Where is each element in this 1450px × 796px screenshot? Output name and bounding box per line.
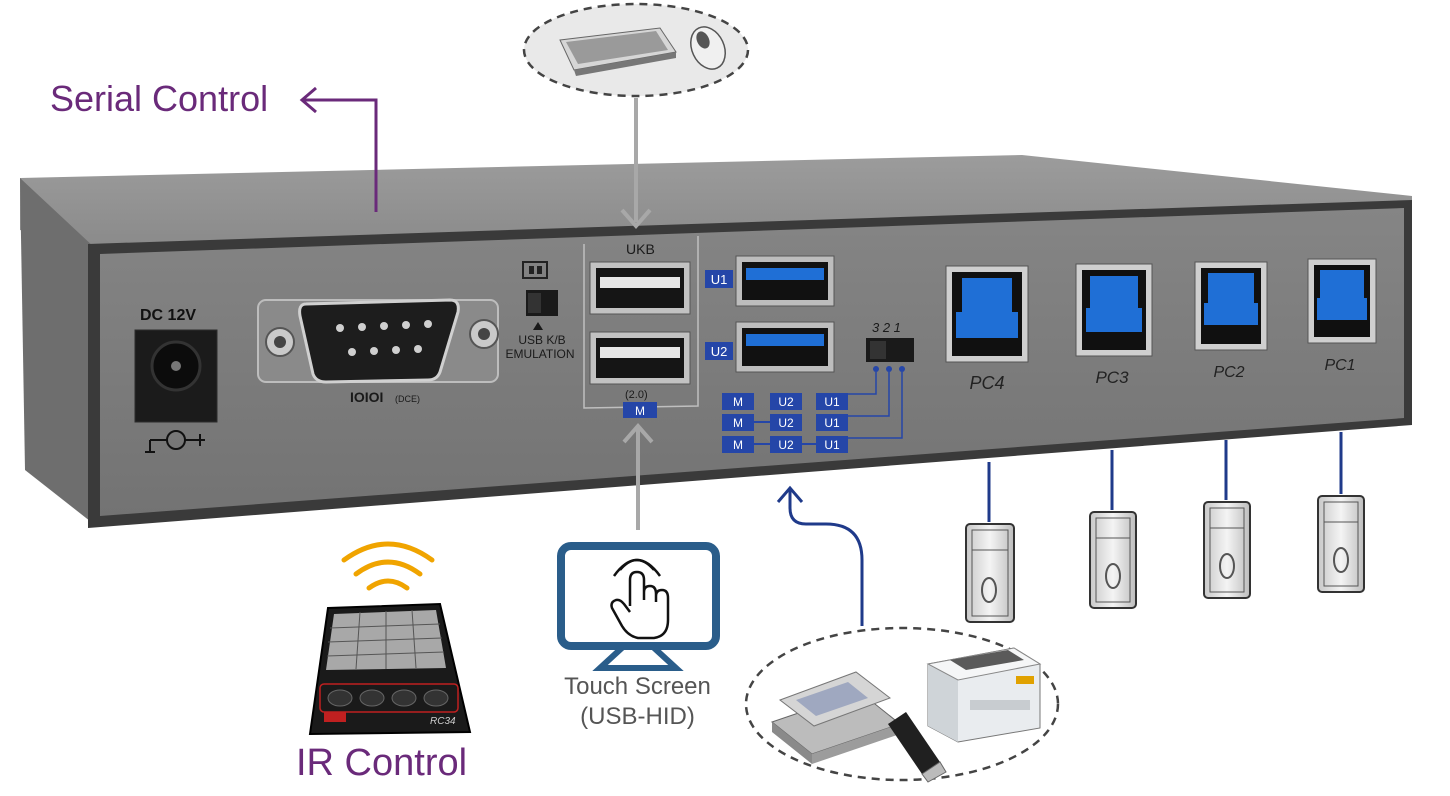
pc-towers: [965, 432, 1365, 623]
ir-signal-icon: [341, 541, 435, 591]
touch-arrow: [622, 422, 654, 530]
pc-port-4: PC4: [945, 265, 1029, 393]
serial-port-sublabel: (DCE): [395, 394, 420, 404]
usb3-port-u1: [735, 255, 835, 307]
mode-selector: 3 2 1 M U2 U1 M U2 U1 M: [722, 320, 914, 453]
chassis-top: [20, 155, 1412, 248]
usb2-label: (2.0): [625, 389, 648, 401]
usb3-port-u2: [735, 321, 835, 373]
serial-control-label: Serial Control: [50, 78, 269, 119]
usb-port-ukb-1: [589, 261, 691, 315]
mode-numbers: 3 2 1: [872, 320, 901, 335]
touch-screen-monitor-icon: [557, 542, 720, 671]
svg-text:M: M: [733, 416, 743, 430]
peripherals-arrow: [776, 485, 864, 626]
remote-model-label: RC34: [430, 716, 456, 727]
printer-icon: [926, 647, 1042, 743]
svg-text:U2: U2: [778, 438, 794, 452]
emulation-switch: USB K/B EMULATION: [505, 261, 575, 361]
polarity-icon: [145, 430, 205, 453]
svg-text:U1: U1: [824, 395, 840, 409]
pc-port-2: PC2: [1194, 261, 1268, 381]
ukb-port-group: UKB (2.0) M: [583, 236, 699, 418]
svg-text:PC4: PC4: [969, 373, 1004, 393]
svg-text:PC1: PC1: [1324, 357, 1355, 374]
switch-caption-line2: EMULATION: [505, 347, 574, 361]
touch-hand-icon: [610, 558, 670, 640]
svg-text:U1: U1: [824, 416, 840, 430]
mode-row-2: M U2 U1: [722, 414, 848, 431]
u1-label: U1: [711, 272, 728, 287]
keyboard-icon: [559, 27, 677, 76]
mode-row-3: M U2 U1: [722, 436, 848, 453]
ir-remote-control: RC34: [308, 602, 472, 736]
usb-flash-drive-icon: [888, 712, 947, 783]
touch-screen-label-line1: Touch Screen: [564, 673, 711, 700]
keyboard-mouse-bubble: [522, 2, 750, 230]
svg-text:M: M: [733, 395, 743, 409]
mode-row-1: M U2 U1: [722, 393, 848, 410]
scanner-icon: [770, 671, 902, 764]
pc-port-3: PC3: [1075, 263, 1153, 387]
svg-text:PC3: PC3: [1095, 368, 1129, 387]
pc-port-1: PC1: [1307, 258, 1377, 374]
u2-label: U2: [711, 344, 728, 359]
svg-text:M: M: [733, 438, 743, 452]
svg-text:PC2: PC2: [1213, 364, 1244, 381]
m-port-label: M: [635, 404, 645, 418]
touch-screen-label-line2: (USB-HID): [580, 703, 695, 730]
serial-port-label: IOIOI: [350, 389, 383, 405]
switch-caption-line1: USB K/B: [518, 333, 565, 347]
ir-control-label: IR Control: [296, 742, 468, 784]
touch-screen-label: Touch Screen (USB-HID): [555, 672, 720, 732]
serial-control-arrow: [299, 86, 378, 212]
serial-db9-port: IOIOI (DCE): [257, 298, 499, 405]
chassis-left-side: [20, 178, 95, 525]
svg-text:U2: U2: [778, 395, 794, 409]
pc-tower-4: [965, 462, 1015, 623]
pc-tower-3: [1089, 450, 1137, 609]
usb-port-ukb-2: [589, 331, 691, 385]
pc-tower-1: [1317, 432, 1365, 593]
usb3-port-group: U1 U2: [705, 255, 835, 373]
svg-text:U2: U2: [778, 416, 794, 430]
mouse-icon: [690, 26, 726, 70]
power-label: DC 12V: [140, 307, 196, 324]
pc-tower-2: [1203, 440, 1251, 599]
svg-text:U1: U1: [824, 438, 840, 452]
pc-port-group: PC4 PC3 PC2 PC1: [945, 258, 1377, 393]
ukb-label: UKB: [626, 241, 655, 257]
power-jack: DC 12V: [134, 307, 218, 453]
peripherals-bubble: [744, 626, 1060, 783]
